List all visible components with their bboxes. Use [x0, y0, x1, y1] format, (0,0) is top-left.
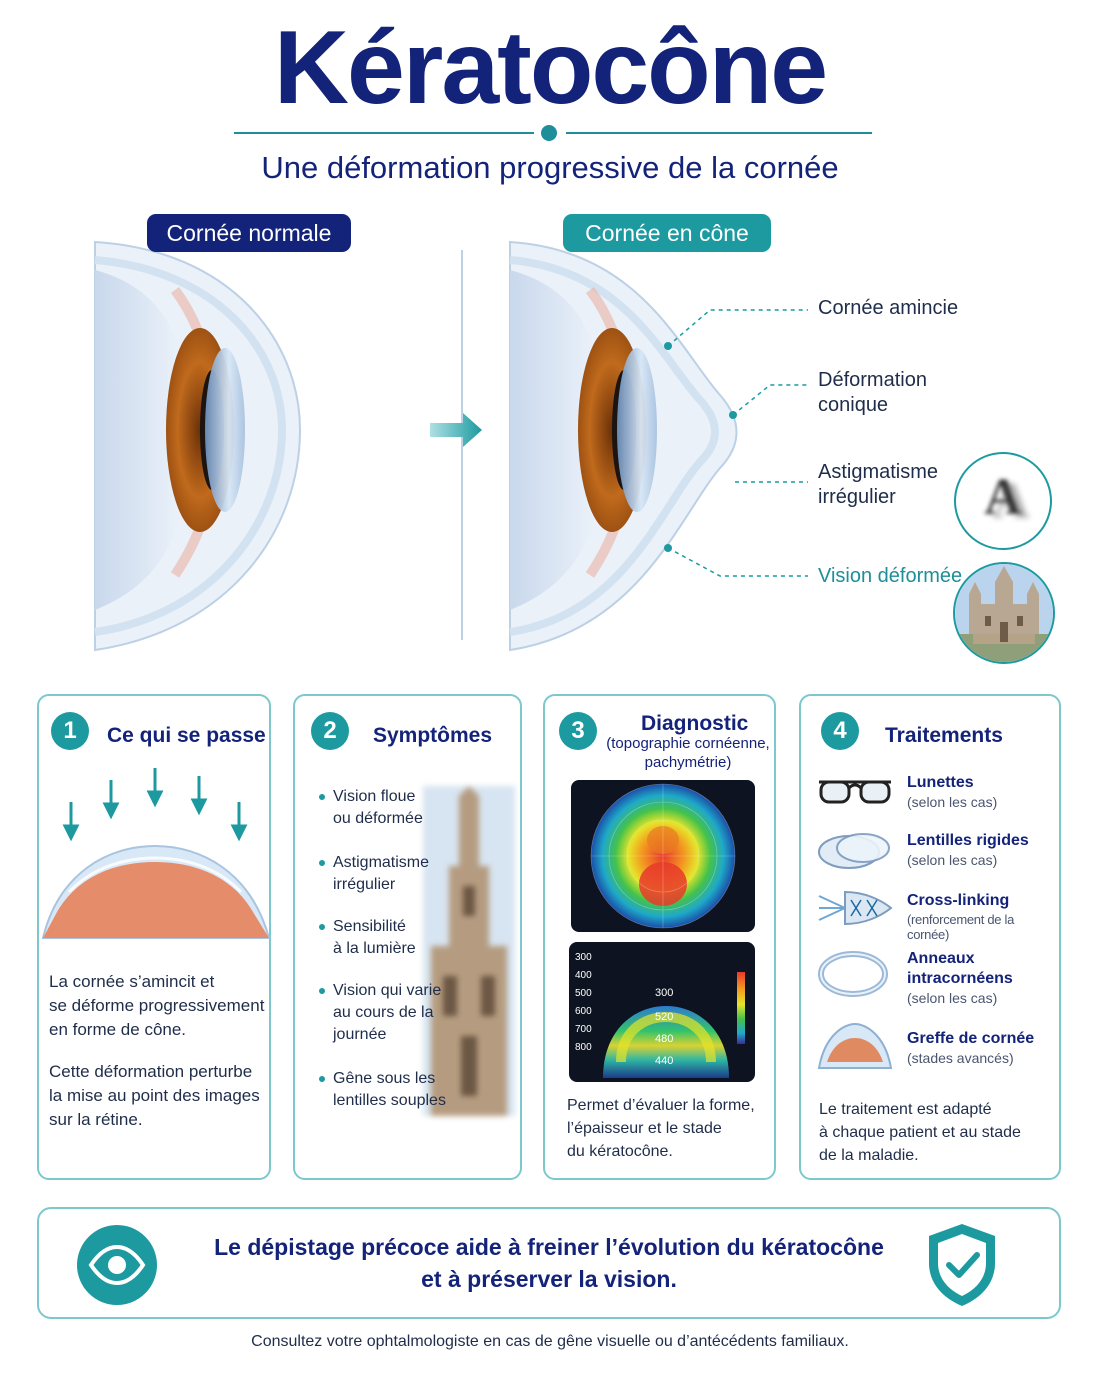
card-diagnosis: 3 Diagnostic (topographie cornéenne, pac… — [543, 694, 776, 1180]
card-what-happens: 1 Ce qui se passe La cornée s’amincit et… — [37, 694, 271, 1180]
cone-eye-icon — [509, 240, 738, 652]
callout-conical-deformation: Déformation conique — [818, 369, 927, 416]
pachymetry-value-label: 520 — [655, 1011, 673, 1023]
transition-arrow-icon — [430, 413, 482, 447]
corneal-topography-map — [571, 780, 755, 932]
church-icon — [955, 564, 1053, 662]
card-title: Ce qui se passe — [107, 724, 266, 747]
treatment-note: (selon les cas) — [907, 990, 998, 1006]
treatment-note: (selon les cas) — [907, 852, 998, 868]
treatment-title: Greffe de cornée — [907, 1030, 1035, 1047]
cross-linking-icon — [818, 890, 893, 926]
pachymetry-value-label: 480 — [655, 1033, 673, 1045]
screening-message: Le dépistage précoce aide à freiner l’év… — [214, 1234, 884, 1292]
title-divider-dot — [541, 125, 557, 141]
callout-irregular-astigmatism: Astigmatisme irrégulier — [818, 461, 939, 508]
treatment-title-continued: intracornéens — [907, 970, 1013, 987]
treatment-title: Lentilles rigides — [907, 832, 1029, 849]
treatment-title: Anneaux — [907, 950, 975, 967]
pachymetry-value-label: 440 — [655, 1055, 673, 1067]
treatment-note: (renforcement de la cornée) — [907, 912, 1015, 942]
title-divider-right — [566, 132, 872, 134]
pachymetry-scale-label: 300 — [575, 952, 592, 963]
normal-cornea-label: Cornée normale — [147, 214, 351, 252]
card-title: Diagnostic — [641, 712, 749, 735]
footer-note: Consultez votre ophtalmologiste en cas d… — [251, 1333, 849, 1350]
shield-check-icon — [929, 1224, 995, 1306]
pachymetry-scale-label: 600 — [575, 1006, 592, 1017]
diagnosis-methods: (topographie cornéenne, pachymétrie) — [606, 735, 770, 771]
treatment-title: Lunettes — [907, 774, 974, 791]
card-treatments: 4 Traitements Lunettes (selon les cas) L… — [799, 694, 1061, 1180]
pachymetry-scale-label: 500 — [575, 988, 592, 999]
treatment-note: (stades avancés) — [907, 1050, 1014, 1066]
pachymetry-scale-label: 400 — [575, 970, 592, 981]
pachymetry-value-label: 300 — [655, 987, 673, 999]
distorted-church-inset — [953, 562, 1055, 664]
step-number-badge: 2 — [311, 712, 349, 750]
contact-lens-icon — [818, 833, 890, 869]
title-divider-left — [234, 132, 534, 134]
treatment-title: Cross-linking — [907, 892, 1010, 909]
normal-eye-icon — [94, 240, 302, 652]
diagnosis-paragraph: Permet d’évaluer la forme, l’épaisseur e… — [567, 1097, 755, 1160]
what-happens-paragraph-1: La cornée s’amincit et se déforme progre… — [49, 972, 265, 1039]
ring-icon — [818, 951, 888, 997]
callout-distorted-vision: Vision déformée — [818, 565, 963, 587]
step-number-badge: 3 — [559, 712, 597, 750]
cornea-thinning-icon — [41, 768, 271, 939]
pachymetry-scale-label: 700 — [575, 1024, 592, 1035]
pachymetry-scale-label: 800 — [575, 1042, 592, 1053]
cornea-comparison-illustration — [94, 240, 808, 652]
screening-banner: Le dépistage précoce aide à freiner l’év… — [37, 1207, 1061, 1319]
cone-cornea-label: Cornée en cône — [563, 214, 771, 252]
card-title: Symptômes — [373, 724, 493, 747]
pachymetry-map: 300 400 500 600 700 800 300 520 480 440 — [569, 942, 755, 1082]
page-subtitle: Une déformation progressive de la cornée — [261, 150, 839, 185]
glasses-icon — [819, 780, 891, 804]
callout-thin-cornea: Cornée amincie — [818, 297, 959, 319]
step-number-badge: 1 — [51, 712, 89, 750]
page-title: Kératocône — [273, 10, 828, 126]
eye-icon — [77, 1225, 157, 1305]
treatment-note: (selon les cas) — [907, 794, 998, 810]
blurred-letter-inset: A A — [954, 452, 1052, 550]
cornea-graft-icon — [817, 1022, 893, 1069]
blurred-church-icon — [423, 786, 515, 1116]
callout-leaders — [667, 309, 808, 577]
card-title: Traitements — [885, 724, 1003, 747]
treatments-paragraph: Le traitement est adapté à chaque patien… — [819, 1101, 1021, 1164]
what-happens-paragraph-2: Cette déformation perturbe la mise au po… — [49, 1062, 260, 1129]
step-number-badge: 4 — [821, 712, 859, 750]
